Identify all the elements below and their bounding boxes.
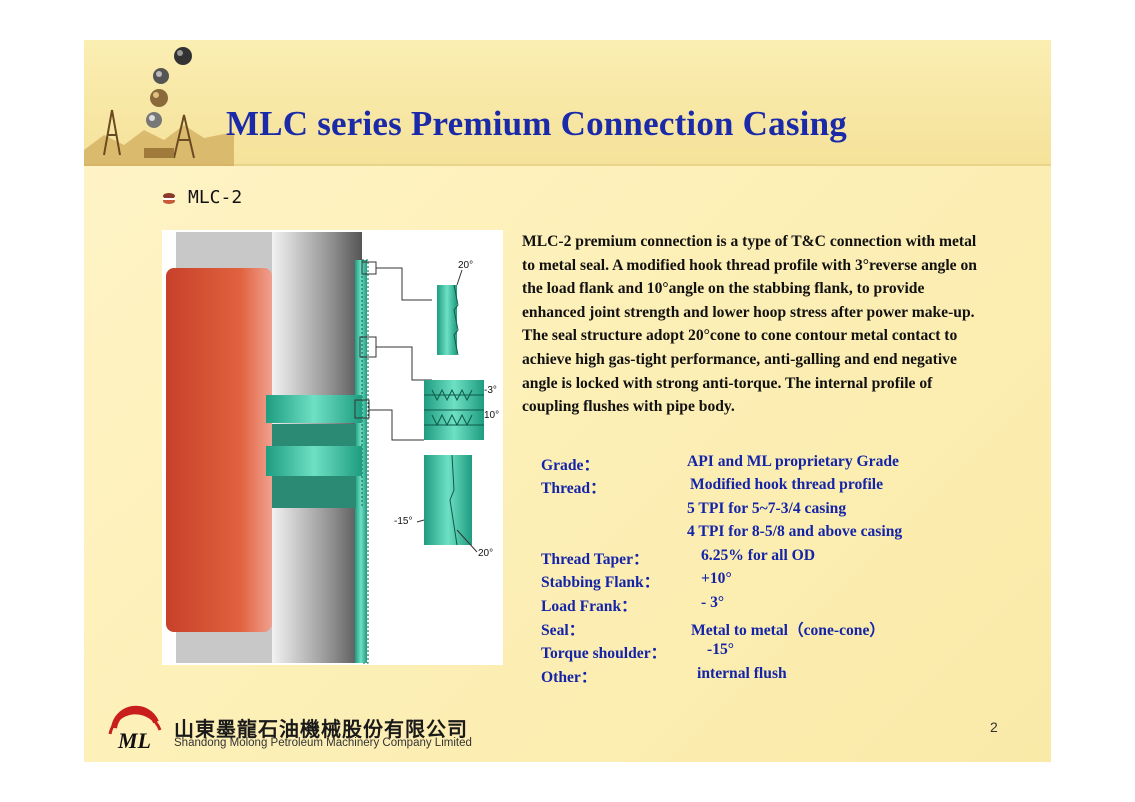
lower-collar <box>266 446 362 476</box>
angle-label-minus15: -15° <box>394 516 412 527</box>
spec-value: -15° <box>707 641 735 658</box>
header-decoration-icon <box>84 47 234 166</box>
angle-label-minus3: -3° <box>484 385 497 396</box>
spec-value: 6.25% for all OD <box>701 547 816 564</box>
pipe-body <box>166 268 272 632</box>
spec-value: API and ML proprietary Grade <box>687 453 899 470</box>
company-name-en: Shandong Molong Petroleum Machinery Comp… <box>174 737 472 749</box>
spec-value: 5 TPI for 5~7-3/4 casing <box>687 500 847 517</box>
page-number: 2 <box>990 719 998 735</box>
upper-collar <box>266 395 362 423</box>
slide: MLC series Premium Connection Casing MLC… <box>84 40 1051 762</box>
spec-value: internal flush <box>697 665 787 682</box>
company-name-cn: 山東墨龍石油機械股份有限公司 <box>174 717 468 741</box>
description-paragraph: MLC-2 premium connection is a type of T&… <box>522 233 977 416</box>
connection-diagram: 20° -3° 10° -15° 20° <box>162 230 503 665</box>
spec-label: Seal： <box>541 622 585 639</box>
spec-label: Other： <box>541 669 597 686</box>
company-logo-icon: ML <box>108 705 162 753</box>
spec-value: 4 TPI for 8-5/8 and above casing <box>687 523 903 540</box>
spec-label: Grade： <box>541 457 600 474</box>
header-band <box>84 40 1051 166</box>
spec-label: Load Frank： <box>541 598 637 615</box>
bullet-icon <box>163 193 175 204</box>
spec-label: Thread Taper： <box>541 551 649 568</box>
spec-label: Stabbing Flank： <box>541 574 660 591</box>
spec-value: Metal to metal（cone-cone） <box>691 622 885 639</box>
spec-value: Modified hook thread profile <box>690 476 884 493</box>
spec-label: Torque shoulder： <box>541 645 667 662</box>
section-subtitle: MLC-2 <box>188 187 243 208</box>
angle-label-10: 10° <box>484 410 499 421</box>
spec-label: Thread： <box>541 480 606 497</box>
spec-value: - 3° <box>701 594 725 611</box>
angle-label-20-top: 20° <box>458 260 473 271</box>
header-divider <box>84 164 1051 166</box>
svg-text:ML: ML <box>117 728 151 753</box>
spec-value: +10° <box>701 570 732 587</box>
angle-label-20-bottom: 20° <box>478 548 493 559</box>
page-title: MLC series Premium Connection Casing <box>226 104 847 143</box>
